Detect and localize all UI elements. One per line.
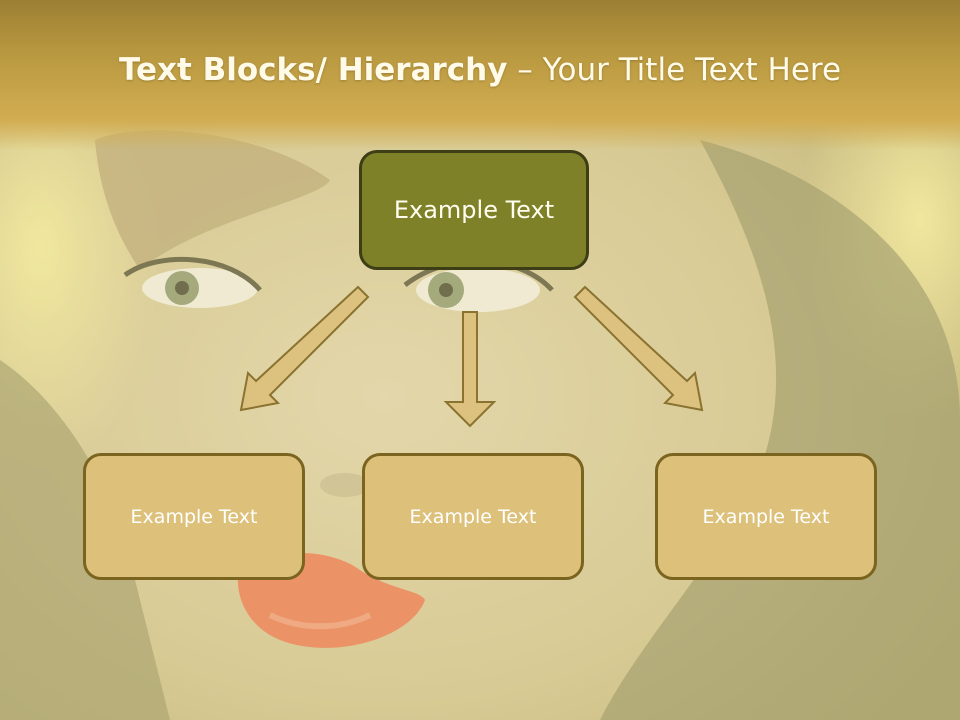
- arrow-to-center-box: [443, 311, 497, 428]
- child-box-center-label: Example Text: [409, 505, 537, 528]
- slide-title: Text Blocks/ Hierarchy – Your Title Text…: [0, 52, 960, 88]
- slide-title-rest: Your Title Text Here: [542, 52, 842, 88]
- child-box-center: Example Text: [362, 453, 584, 580]
- hair-shape: [95, 130, 330, 270]
- pupil-right: [439, 283, 453, 297]
- slide-title-bold: Text Blocks/ Hierarchy: [118, 52, 508, 88]
- pupil-left: [175, 281, 189, 295]
- root-box-label: Example Text: [393, 196, 555, 224]
- lash-left: [123, 256, 262, 292]
- arrow-to-right-box: [573, 285, 704, 412]
- root-box: Example Text: [359, 150, 589, 270]
- slide-title-dash: –: [507, 52, 543, 88]
- child-box-left: Example Text: [83, 453, 305, 580]
- child-box-right-label: Example Text: [702, 505, 830, 528]
- arrow-to-left-box: [239, 285, 370, 412]
- lips-highlight: [268, 612, 372, 630]
- child-box-right: Example Text: [655, 453, 877, 580]
- nose-shadow: [320, 473, 370, 497]
- title-band: [0, 0, 960, 150]
- child-box-left-label: Example Text: [130, 505, 258, 528]
